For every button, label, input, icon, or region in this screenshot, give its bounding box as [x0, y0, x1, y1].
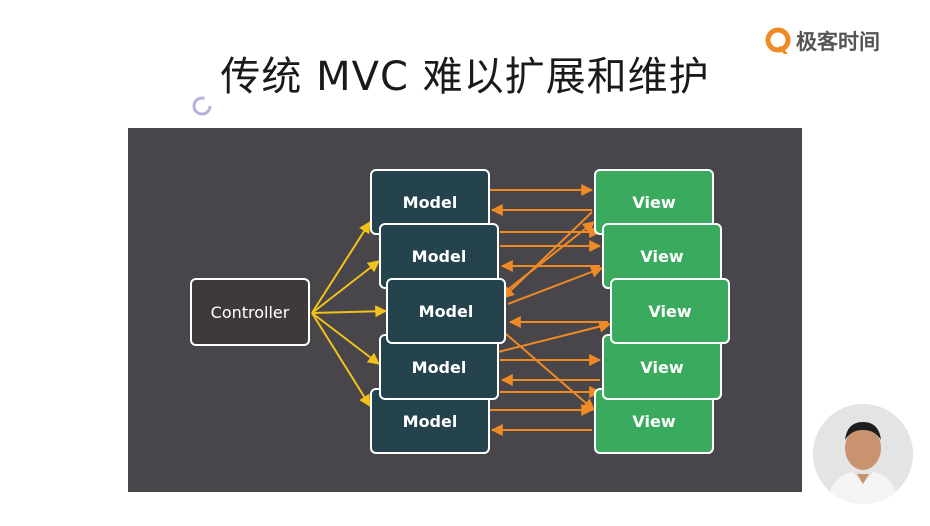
model-label: Model: [402, 192, 458, 212]
arrow-m3-v1: [505, 221, 595, 292]
view-label: View: [640, 246, 684, 266]
geektime-logo-icon: [765, 27, 791, 54]
arrow-controller-model-5: [311, 312, 371, 408]
arrow-v1-m3: [502, 211, 593, 299]
view-box-4: View: [602, 334, 722, 400]
model-label: Model: [402, 411, 458, 431]
arrow-m4-v3: [497, 320, 612, 353]
slide-title: 传统 MVC 难以扩展和维护: [220, 54, 710, 100]
mvc-diagram: Controller Model Model Model Model Model…: [128, 128, 802, 492]
presenter-video: [813, 404, 913, 504]
presenter-avatar-icon: [813, 404, 913, 504]
arrow-layer: [311, 184, 612, 436]
arrow-controller-model-2: [311, 260, 380, 314]
controller-label: Controller: [210, 302, 290, 322]
view-label: View: [648, 301, 692, 321]
model-view-arrows: [490, 184, 612, 436]
model-label: Model: [411, 246, 467, 266]
ring-icon: [192, 96, 212, 116]
model-box-3: Model: [386, 278, 506, 344]
model-box-4: Model: [379, 334, 499, 400]
model-label: Model: [418, 301, 474, 321]
brand-name: 极客时间: [796, 30, 880, 54]
arrow-controller-model-1: [311, 220, 371, 314]
controller-arrows: [311, 220, 388, 408]
model-label: Model: [411, 357, 467, 377]
view-box-3: View: [610, 278, 730, 344]
brand-logo: 极客时间: [764, 27, 880, 55]
view-label: View: [640, 357, 684, 377]
view-label: View: [632, 411, 676, 431]
arrow-controller-model-4: [311, 312, 380, 365]
controller-box: Controller: [190, 278, 310, 346]
view-label: View: [632, 192, 676, 212]
arrow-controller-model-3: [311, 305, 388, 318]
arrow-m3-v5: [505, 333, 595, 411]
arrow-m3-v2: [507, 266, 604, 305]
